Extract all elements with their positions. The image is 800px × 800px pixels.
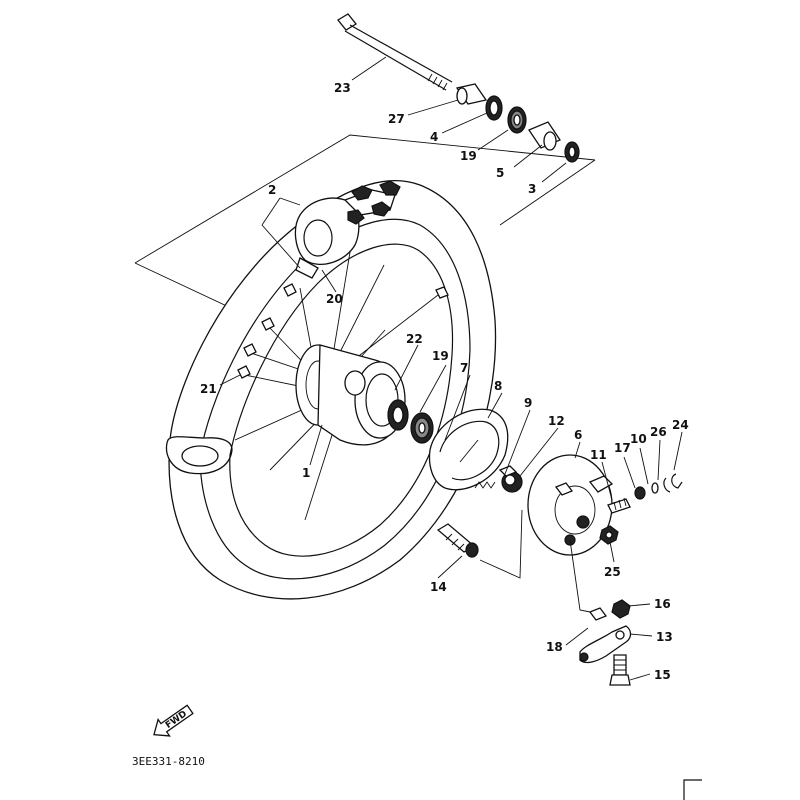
part-labels: 23 27 4 19 5 3 2 20 22 19 7 8 9 12 6 11 … (200, 81, 689, 682)
label-7: 7 (460, 361, 468, 375)
label-26: 26 (650, 425, 667, 439)
label-11: 11 (590, 448, 607, 462)
valve-stem (436, 523, 479, 558)
label-4: 4 (430, 130, 438, 144)
label-13: 13 (656, 630, 673, 644)
label-15: 15 (654, 668, 671, 682)
plate-nut (599, 525, 619, 545)
label-23: 23 (334, 81, 351, 95)
axle (337, 13, 453, 91)
collar-right (564, 141, 580, 163)
oil-seal (485, 95, 503, 121)
label-1: 1 (302, 466, 310, 480)
collar (455, 83, 488, 105)
hub (295, 344, 406, 446)
label-14: 14 (430, 580, 447, 594)
label-3: 3 (528, 182, 536, 196)
label-8: 8 (494, 379, 502, 393)
camshaft-lever (579, 599, 632, 686)
brake-spring (474, 481, 496, 489)
tube (294, 189, 396, 279)
label-22: 22 (406, 332, 423, 346)
hub-seal-and-bearing (387, 399, 434, 444)
corner-mark (683, 779, 702, 800)
label-24: 24 (672, 418, 689, 432)
cable-guide-line (479, 509, 591, 613)
camshaft (498, 465, 523, 493)
label-20: 20 (326, 292, 343, 306)
label-27: 27 (388, 112, 405, 126)
catalog-code: 3EE331-8210 (132, 755, 205, 768)
leader-lines (219, 56, 683, 681)
brake-shoe-plate (527, 454, 614, 556)
label-19-lower: 19 (432, 349, 449, 363)
label-19-upper: 19 (460, 149, 477, 163)
label-6: 6 (574, 428, 582, 442)
label-5: 5 (496, 166, 504, 180)
label-17: 17 (614, 441, 631, 455)
label-16: 16 (654, 597, 671, 611)
label-9: 9 (524, 396, 532, 410)
spoke-nipples (237, 283, 449, 379)
label-25: 25 (604, 565, 621, 579)
bearing-upper (507, 106, 527, 134)
indicator-parts (607, 473, 683, 514)
rim (229, 243, 454, 557)
fwd-arrow: FWD (153, 704, 194, 737)
label-10: 10 (630, 432, 647, 446)
label-18: 18 (546, 640, 563, 654)
rim-band (347, 180, 401, 225)
label-12: 12 (548, 414, 565, 428)
spacer (528, 121, 561, 151)
label-21: 21 (200, 382, 217, 396)
label-2: 2 (268, 183, 276, 197)
